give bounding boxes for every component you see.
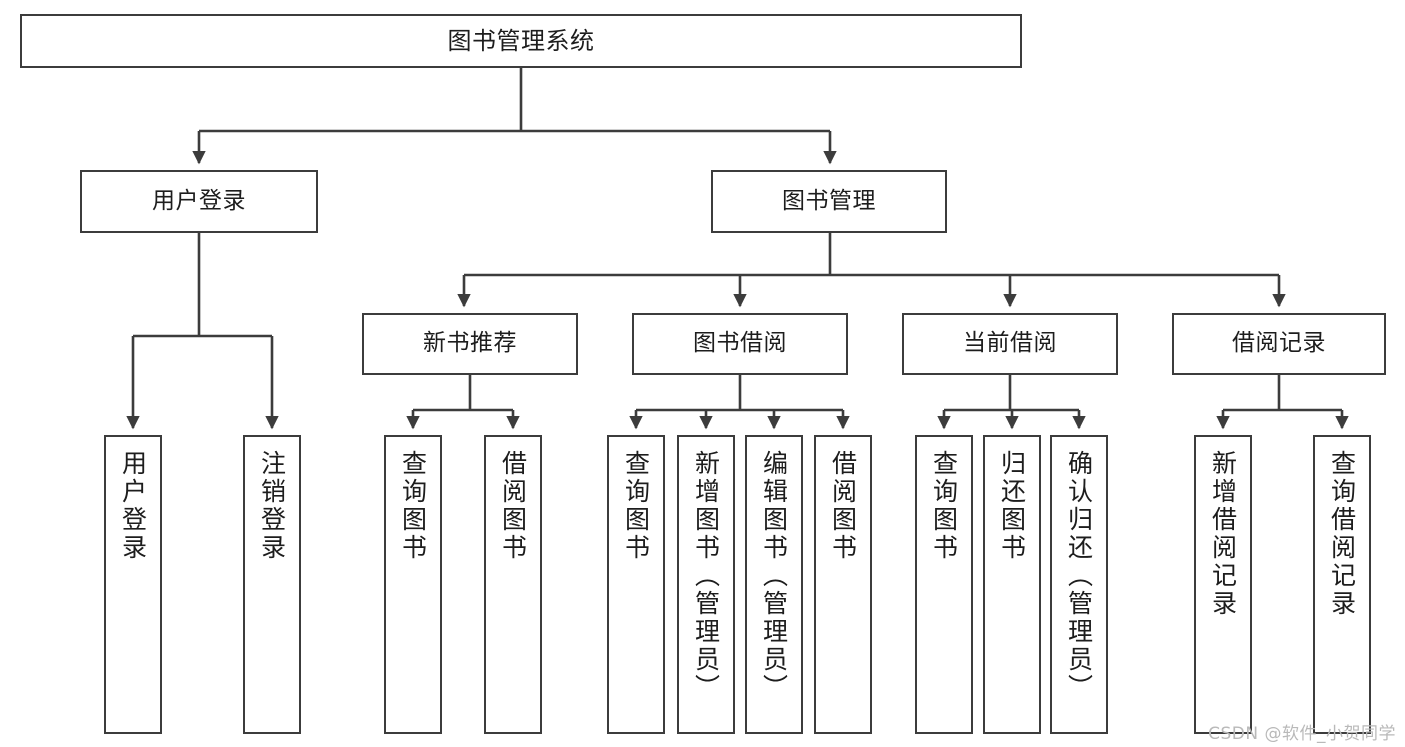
leaf-logout[interactable]: 注销登录 [243, 435, 301, 734]
leaf-query-book-current[interactable]: 查询图书 [915, 435, 973, 734]
node-root-label: 图书管理系统 [447, 26, 595, 55]
leaf-add-book-admin-label: 新增图书（管理员） [691, 450, 721, 702]
leaf-query-borrow-record[interactable]: 查询借阅记录 [1313, 435, 1371, 734]
leaf-query-book-borrow-label: 查询图书 [621, 450, 651, 562]
leaf-borrow-book[interactable]: 借阅图书 [814, 435, 872, 734]
leaf-confirm-return-admin[interactable]: 确认归还（管理员） [1050, 435, 1108, 734]
leaf-add-book-admin[interactable]: 新增图书（管理员） [677, 435, 735, 734]
node-new-book-recommend[interactable]: 新书推荐 [362, 313, 578, 375]
node-book-management-label: 图书管理 [782, 187, 876, 214]
leaf-borrow-book-recommend[interactable]: 借阅图书 [484, 435, 542, 734]
leaf-query-book-recommend[interactable]: 查询图书 [384, 435, 442, 734]
leaf-confirm-return-admin-label: 确认归还（管理员） [1064, 450, 1094, 702]
node-user-login-label: 用户登录 [152, 187, 246, 214]
leaf-return-book-label: 归还图书 [997, 450, 1027, 562]
leaf-query-book-borrow[interactable]: 查询图书 [607, 435, 665, 734]
node-current-borrow-label: 当前借阅 [963, 330, 1057, 357]
node-current-borrow[interactable]: 当前借阅 [902, 313, 1118, 375]
leaf-query-book-recommend-label: 查询图书 [398, 450, 428, 562]
node-new-book-recommend-label: 新书推荐 [423, 330, 517, 357]
leaf-borrow-book-label: 借阅图书 [828, 450, 858, 562]
node-book-management[interactable]: 图书管理 [711, 170, 947, 233]
leaf-borrow-book-recommend-label: 借阅图书 [498, 450, 528, 562]
node-book-borrow[interactable]: 图书借阅 [632, 313, 848, 375]
node-borrow-records-label: 借阅记录 [1232, 330, 1326, 357]
node-user-login[interactable]: 用户登录 [80, 170, 318, 233]
leaf-add-borrow-record[interactable]: 新增借阅记录 [1194, 435, 1252, 734]
leaf-return-book[interactable]: 归还图书 [983, 435, 1041, 734]
leaf-add-borrow-record-label: 新增借阅记录 [1208, 450, 1238, 618]
node-root[interactable]: 图书管理系统 [20, 14, 1022, 68]
leaf-edit-book-admin[interactable]: 编辑图书（管理员） [745, 435, 803, 734]
leaf-edit-book-admin-label: 编辑图书（管理员） [759, 450, 789, 702]
leaf-query-book-current-label: 查询图书 [929, 450, 959, 562]
leaf-query-borrow-record-label: 查询借阅记录 [1327, 450, 1357, 618]
node-book-borrow-label: 图书借阅 [693, 330, 787, 357]
leaf-logout-label: 注销登录 [257, 450, 287, 562]
node-borrow-records[interactable]: 借阅记录 [1172, 313, 1386, 375]
watermark-text: CSDN @软件_小贺同学 [1208, 724, 1396, 744]
leaf-user-login[interactable]: 用户登录 [104, 435, 162, 734]
leaf-user-login-label: 用户登录 [118, 450, 148, 562]
